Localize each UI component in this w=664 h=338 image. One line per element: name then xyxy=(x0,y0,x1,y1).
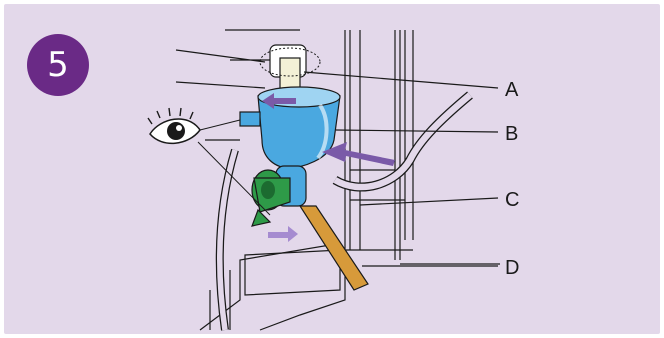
callout-d: D xyxy=(505,258,519,278)
eye-icon xyxy=(148,108,200,143)
callout-b: B xyxy=(505,124,518,144)
callout-c: C xyxy=(505,190,519,210)
callout-a: A xyxy=(505,80,518,100)
green-valve xyxy=(252,166,306,226)
